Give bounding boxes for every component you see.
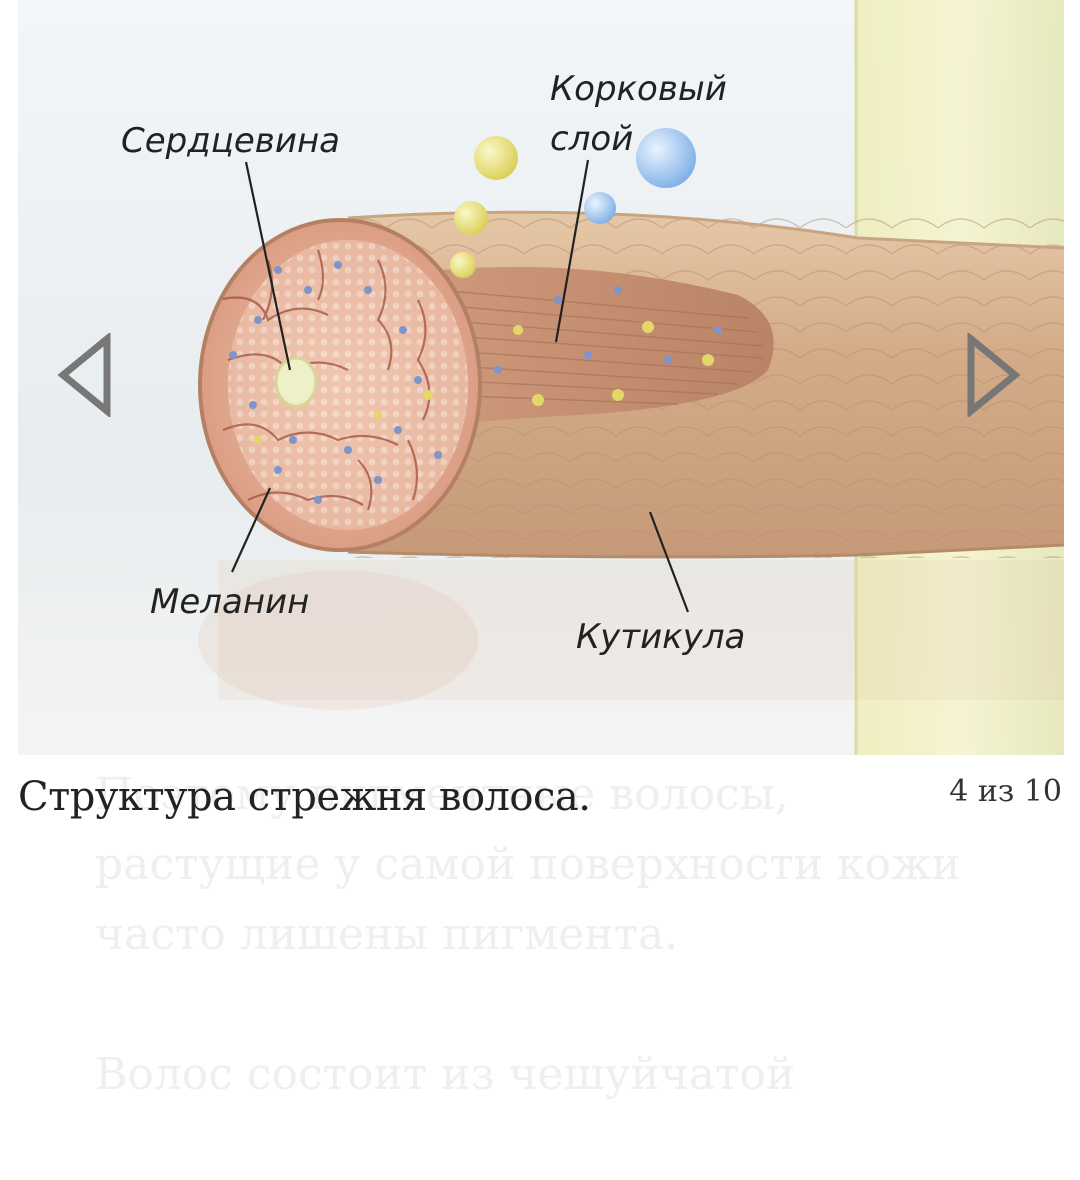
article-background-text: Поэтому пигментные волосы, растущие у са… xyxy=(95,760,1055,1180)
label-cortex-line1: Корковый xyxy=(550,69,727,109)
triangle-left-icon xyxy=(57,333,111,417)
hair-structure-diagram: Сердцевина Корковый слой Меланин Кутикул… xyxy=(18,0,1064,755)
label-melanin: Меланин xyxy=(150,582,309,622)
label-cuticle: Кутикула xyxy=(576,617,745,657)
article-paragraph-2: Волос состоит из чешуйчатой xyxy=(95,1049,796,1100)
slide-caption: Структура стрежня волоса. xyxy=(18,774,591,820)
gallery-slide-image[interactable]: Сердцевина Корковый слой Меланин Кутикул… xyxy=(18,0,1064,755)
label-cortex-line2: слой xyxy=(550,119,633,159)
slide-counter: 4 из 10 xyxy=(949,774,1062,809)
label-medulla: Сердцевина xyxy=(121,121,340,161)
next-slide-button[interactable] xyxy=(958,330,1028,420)
article-paragraph-1: Поэтому пигментные волосы, растущие у са… xyxy=(95,769,961,960)
triangle-right-icon xyxy=(967,333,1021,417)
previous-slide-button[interactable] xyxy=(50,330,120,420)
